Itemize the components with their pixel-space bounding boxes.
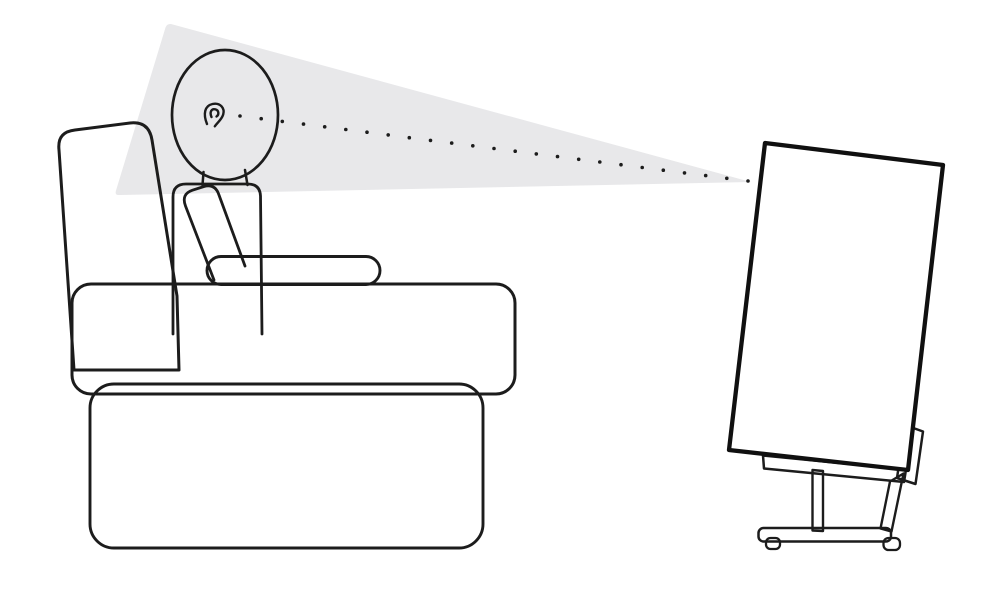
sofa-cushion — [205, 255, 382, 286]
viewer-person — [170, 48, 280, 336]
sight-line-dot — [576, 157, 581, 162]
sight-line-dot — [365, 130, 369, 134]
sofa — [57, 121, 517, 550]
viewing-cone — [115, 23, 751, 196]
sight-line-dot — [598, 160, 602, 164]
viewer-arm — [182, 184, 247, 282]
sight-line-dot — [428, 138, 433, 143]
sight-line-dot — [534, 152, 539, 156]
sight-line-dot — [725, 176, 729, 181]
sight-line-dot — [513, 149, 517, 153]
sight-line-dot — [640, 165, 644, 170]
tv-stand-foot-left — [764, 536, 782, 551]
sight-line-dots — [238, 114, 750, 183]
sight-line-dot — [492, 146, 496, 151]
viewer-torso — [171, 182, 264, 336]
sight-line-dot — [238, 114, 242, 118]
sofa-base — [88, 382, 485, 550]
sight-line-dot — [555, 154, 560, 159]
sight-line-dot — [682, 171, 687, 175]
sight-line-dot — [344, 127, 348, 132]
sight-line-dot — [386, 133, 391, 137]
viewer-head — [170, 48, 280, 182]
sight-line-dot — [703, 173, 708, 178]
ear-inner-curl — [209, 108, 220, 119]
sight-line-dot — [449, 141, 454, 145]
tv-screen — [726, 140, 946, 473]
sight-line-dot — [471, 144, 475, 148]
sight-line-dot — [407, 135, 412, 140]
sight-line-dot — [322, 125, 327, 129]
tv-stand-column — [811, 468, 825, 533]
sight-line-dot — [619, 162, 623, 167]
sight-line-dot — [661, 168, 666, 172]
sofa-backrest — [57, 121, 181, 372]
neck-line-right — [243, 168, 249, 187]
ear-outer-curve — [203, 102, 225, 128]
viewer-ear — [203, 102, 225, 128]
sight-line-dot — [259, 116, 264, 121]
sight-line-dot — [746, 179, 750, 183]
sight-line-dot — [301, 122, 306, 126]
tv-stand-base — [757, 526, 893, 543]
sight-line-dot — [280, 119, 285, 124]
